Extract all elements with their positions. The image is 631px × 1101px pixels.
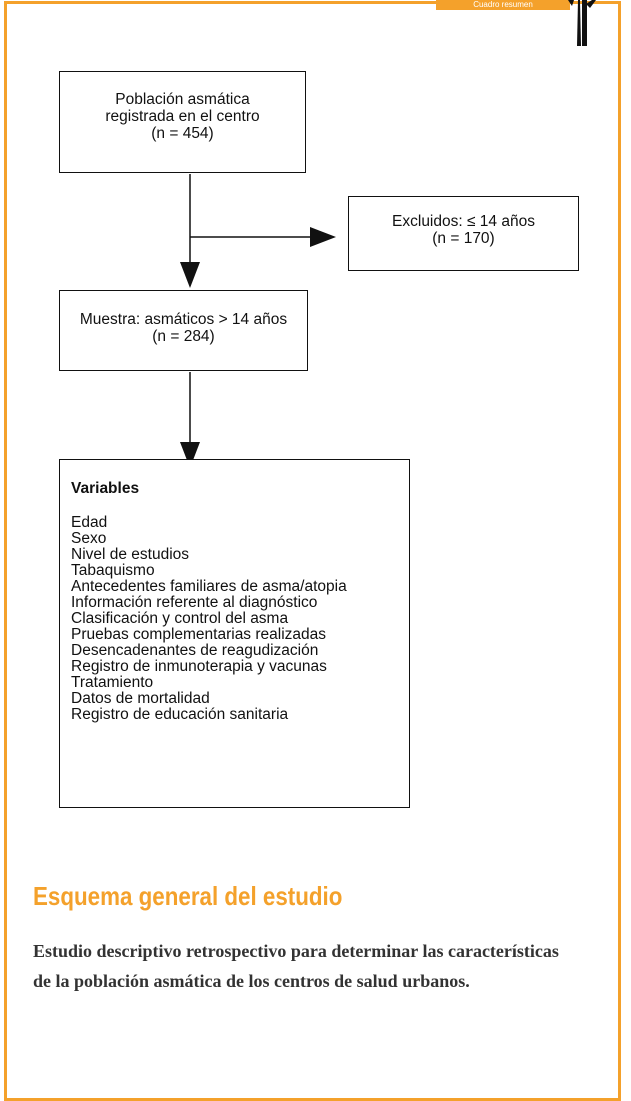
variable-item: Tratamiento	[71, 674, 154, 691]
header-tab-label: Cuadro resumen	[473, 0, 533, 9]
variable-item: Registro de inmunoterapia y vacunas	[71, 658, 327, 675]
variable-item: Tabaquismo	[71, 562, 155, 579]
population-line-2: registrada en el centro	[105, 108, 260, 125]
variable-item: Información referente al diagnóstico	[71, 594, 318, 611]
sample-line-2: (n = 284)	[152, 328, 215, 345]
sample-line-1: Muestra: asmáticos > 14 años	[79, 311, 288, 328]
variable-item: Datos de mortalidad	[71, 690, 210, 707]
excluded-line-2: (n = 170)	[432, 230, 495, 247]
variable-item: Sexo	[71, 530, 107, 547]
variables-box: Variables Edad Sexo Nivel de estudios Ta…	[59, 459, 410, 808]
arrowhead-to-variables	[180, 442, 200, 468]
sample-box: Muestra: asmáticos > 14 años (n = 284)	[59, 290, 308, 371]
variable-item: Antecedentes familiares de asma/atopia	[71, 578, 347, 595]
arrowhead-to-sample	[180, 262, 200, 288]
excluded-box: Excluidos: ≤ 14 años (n = 170)	[348, 196, 579, 271]
section-description: Estudio descriptivo retrospectivo para d…	[33, 941, 559, 991]
population-line-1: Población asmática	[115, 91, 250, 108]
variable-item: Edad	[71, 514, 108, 531]
excluded-line-1: Excluidos: ≤ 14 años	[392, 213, 535, 230]
variable-item: Pruebas complementarias realizadas	[71, 626, 327, 643]
variable-item: Registro de educación sanitaria	[71, 706, 289, 723]
variable-item: Desencadenantes de reagudización	[71, 642, 319, 659]
population-box: Población asmática registrada en el cent…	[59, 71, 306, 173]
variable-item: Clasificación y control del asma	[71, 610, 289, 627]
section-title: Esquema general del estudio	[33, 881, 343, 911]
variable-item: Nivel de estudios	[71, 546, 190, 563]
header-tab: Cuadro resumen	[436, 0, 570, 10]
population-line-3: (n = 454)	[151, 125, 214, 142]
variables-title: Variables	[71, 480, 140, 497]
person-figure-icon	[568, 0, 596, 46]
arrowhead-to-excluded	[310, 227, 336, 247]
variables-list: Edad Sexo Nivel de estudios Tabaquismo A…	[71, 515, 409, 723]
